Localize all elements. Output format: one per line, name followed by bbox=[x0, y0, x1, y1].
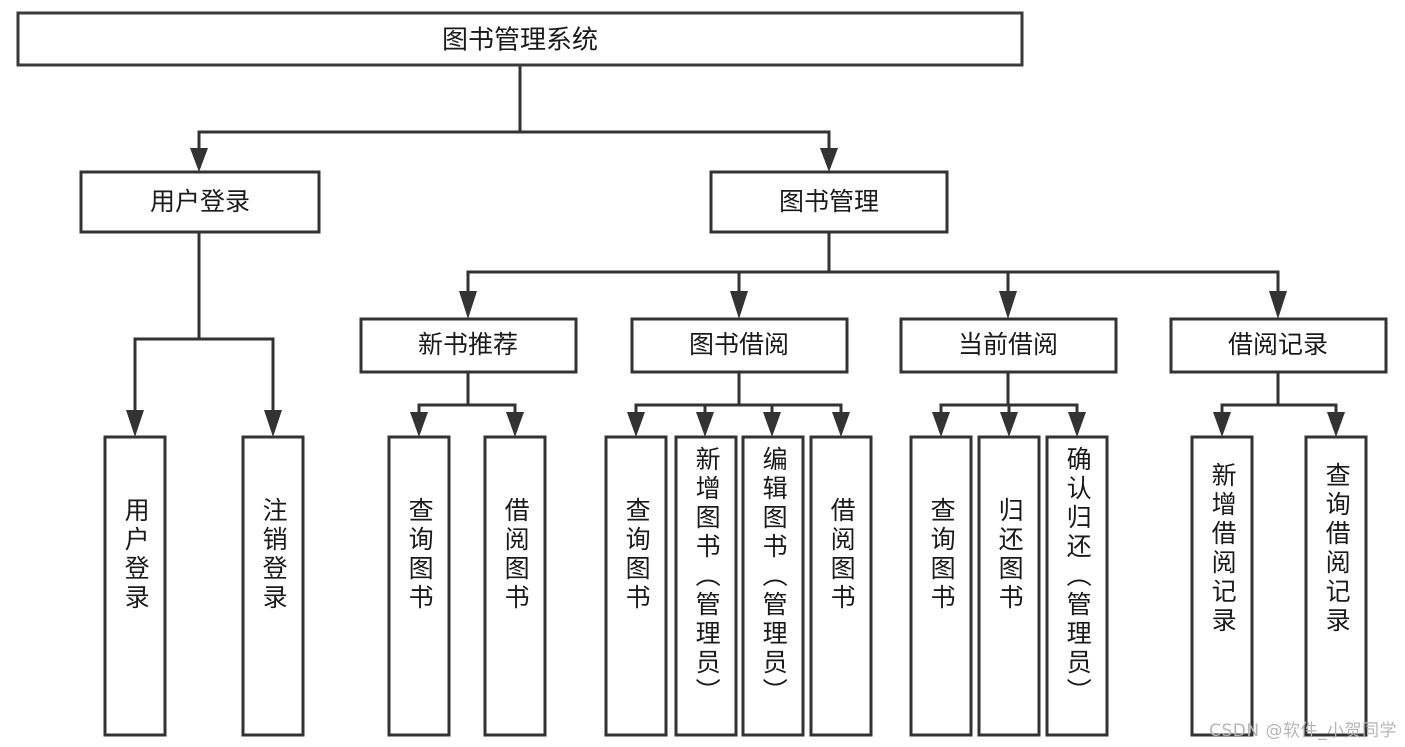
node-leaf-edit-book-admin[interactable] bbox=[741, 435, 805, 737]
node-leaf-logout[interactable] bbox=[241, 435, 305, 737]
node-leaf-return-book[interactable] bbox=[977, 435, 1041, 737]
node-leaf-query-borrow-record[interactable] bbox=[1304, 435, 1368, 737]
node-book-management-label: 图书管理 bbox=[779, 187, 879, 216]
connector-layer bbox=[126, 63, 1345, 437]
node-leaf-confirm-return-admin[interactable] bbox=[1045, 435, 1109, 737]
arrow-head-user-login bbox=[190, 148, 208, 172]
node-root-label: 图书管理系统 bbox=[442, 26, 598, 56]
arrow-head-leaf-add-record bbox=[1213, 412, 1231, 437]
arrow-head-leaf-edit-book bbox=[763, 412, 781, 437]
node-new-book-recommendation-label: 新书推荐 bbox=[418, 330, 518, 359]
node-leaf-query-book-a[interactable] bbox=[387, 435, 451, 737]
arrow-head-leaf-user-login bbox=[126, 410, 144, 437]
node-root-book-management-system[interactable] bbox=[16, 11, 1024, 67]
arrow-head-current-borrow bbox=[999, 291, 1017, 319]
node-leaf-query-book-c[interactable] bbox=[909, 435, 973, 737]
arrow-head-leaf-confirm-return bbox=[1068, 412, 1086, 437]
arrow-head-leaf-query-record bbox=[1327, 412, 1345, 437]
arrow-head-leaf-return-book bbox=[1000, 412, 1018, 437]
node-layer: 图书管理系统 用户登录 图书管理 新书推荐 图书借阅 当前借阅 借阅记录 bbox=[16, 11, 1388, 737]
node-book-management[interactable] bbox=[709, 170, 949, 234]
arrow-head-book-borrow bbox=[730, 291, 748, 319]
node-leaf-user-login[interactable] bbox=[103, 435, 167, 737]
node-borrowing-record[interactable] bbox=[1169, 317, 1388, 374]
node-leaf-query-book-b[interactable] bbox=[604, 435, 668, 737]
node-borrowing-record-label: 借阅记录 bbox=[1228, 330, 1328, 359]
node-user-login-label: 用户登录 bbox=[150, 187, 250, 216]
node-book-borrowing-label: 图书借阅 bbox=[689, 330, 789, 359]
arrow-head-leaf-query-book-a bbox=[410, 412, 428, 437]
node-leaf-add-book-admin[interactable] bbox=[674, 435, 738, 737]
arrow-head-book-mgmt bbox=[820, 148, 838, 172]
node-leaf-borrow-book-b[interactable] bbox=[809, 435, 873, 737]
node-current-borrowing[interactable] bbox=[899, 317, 1118, 374]
node-current-borrowing-label: 当前借阅 bbox=[958, 330, 1058, 359]
node-leaf-add-borrow-record[interactable] bbox=[1190, 435, 1254, 737]
node-leaf-borrow-book-a[interactable] bbox=[483, 435, 547, 737]
node-book-borrowing[interactable] bbox=[630, 317, 849, 374]
node-new-book-recommendation[interactable] bbox=[359, 317, 578, 374]
arrow-head-borrow-record bbox=[1269, 291, 1287, 319]
arrow-head-leaf-logout bbox=[264, 410, 282, 437]
arrow-head-new-book-rec bbox=[459, 291, 477, 319]
node-user-login[interactable] bbox=[79, 170, 321, 234]
arrow-head-leaf-borrow-book-b bbox=[832, 412, 850, 437]
arrow-head-leaf-query-book-b bbox=[627, 412, 645, 437]
arrow-head-leaf-add-book bbox=[696, 412, 714, 437]
arrow-head-leaf-borrow-book-a bbox=[506, 412, 524, 437]
arrow-head-leaf-query-book-c bbox=[932, 412, 950, 437]
